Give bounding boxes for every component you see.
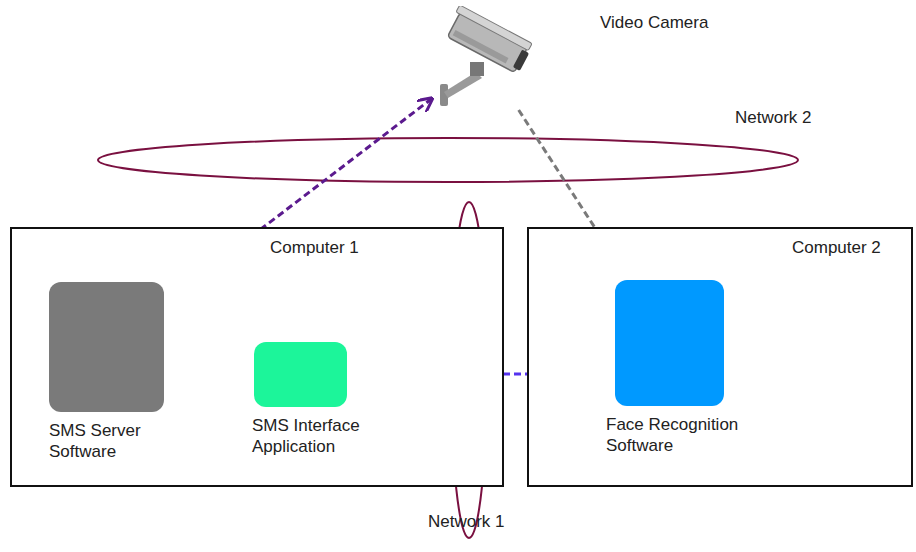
server-box: SMS Server Software <box>49 282 164 412</box>
computer-box: Computer 2 Face Recognition Software <box>527 227 913 487</box>
network-label: Network 1 <box>428 512 505 532</box>
camera-lens <box>513 49 529 70</box>
node-label: SMS Interface Application <box>252 415 387 457</box>
recognition-box: Face Recognition Software <box>615 280 724 406</box>
node-label: Video Camera <box>600 12 708 33</box>
node-label: Computer 1 <box>270 237 359 258</box>
camera-joint <box>470 62 484 76</box>
interface-box: SMS Interface Application <box>254 342 347 407</box>
network-2-ring <box>98 138 798 182</box>
camera-shade <box>453 30 509 63</box>
node-label: Computer 2 <box>792 237 881 258</box>
camera-node: Video Camera <box>432 6 538 110</box>
camera-hood <box>456 6 532 51</box>
node-label: Face Recognition Software <box>606 414 766 456</box>
computer-box: Computer 1SMS Server SoftwareSMS Interfa… <box>10 227 504 487</box>
camera-illustration <box>432 6 538 110</box>
network-label: Network 2 <box>735 108 812 128</box>
node-label: SMS Server Software <box>49 420 169 462</box>
